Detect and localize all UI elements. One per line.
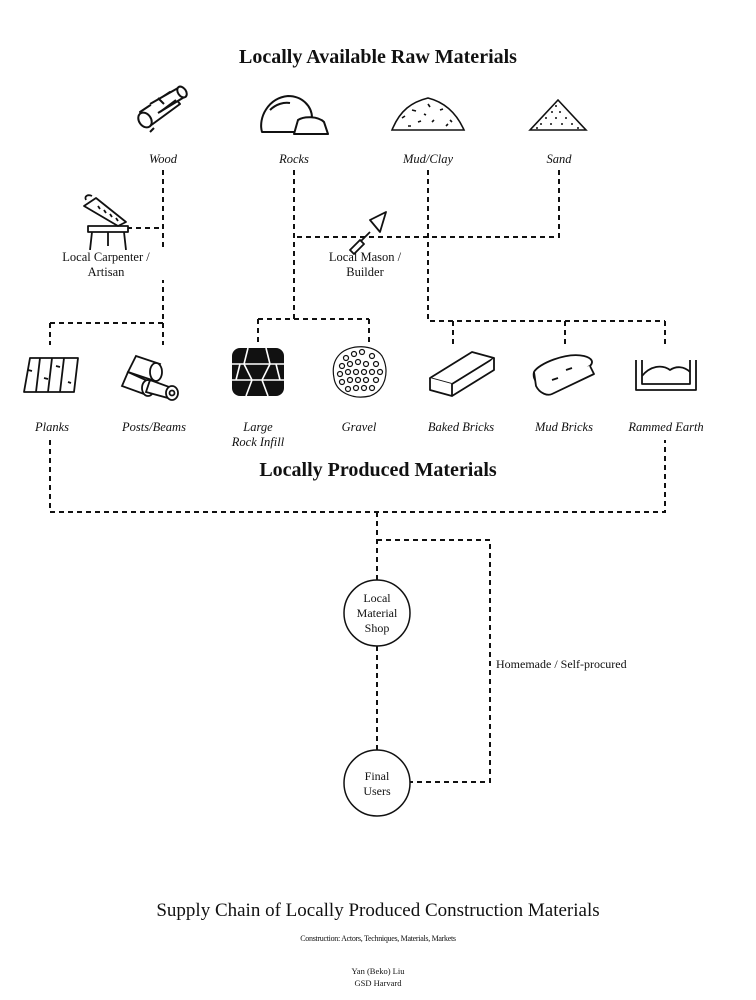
produced-label-baked-bricks: Baked Bricks — [427, 420, 495, 434]
raw-label-sand: Sand — [546, 152, 572, 166]
mud-pile-icon — [390, 97, 466, 131]
mason-label: Local Mason / Builder — [310, 250, 420, 280]
connector-wood-split — [49, 322, 164, 345]
rock-infill-icon — [232, 347, 284, 397]
connector-rocks-split — [257, 318, 370, 343]
produced-label-rock-infill-line2: Rock Infill — [231, 435, 285, 449]
diagram-title: Supply Chain of Locally Produced Constru… — [156, 900, 600, 921]
users-node-label: Final Users — [337, 769, 417, 799]
shop-node-circle — [343, 579, 411, 647]
produced-label-rock-infill: Large Rock Infill — [208, 420, 308, 450]
shop-node-line1: Local — [363, 591, 391, 605]
author-institution: GSD Harvard — [354, 978, 402, 988]
sand-pile-icon — [528, 98, 588, 131]
connector-sand — [294, 170, 560, 238]
produced-label-rammed-earth: Rammed Earth — [628, 420, 704, 434]
author-name: Yan (Beko) Liu — [351, 966, 405, 976]
baked-brick-icon — [429, 351, 495, 397]
users-node-line2: Users — [363, 784, 391, 798]
produced-materials-heading: Locally Produced Materials — [259, 459, 497, 481]
produced-label-mud-bricks: Mud Bricks — [535, 420, 593, 434]
mason-label-line2: Builder — [346, 265, 384, 279]
planks-icon — [23, 357, 79, 393]
raw-label-rocks: Rocks — [279, 152, 309, 166]
users-node-circle — [343, 749, 411, 817]
carpenter-label: Local Carpenter / Artisan — [46, 250, 166, 280]
posts-icon — [120, 354, 179, 401]
mud-brick-icon — [532, 354, 595, 396]
raw-label-mud-clay: Mud/Clay — [403, 152, 453, 166]
produced-label-rock-infill-line1: Large — [243, 420, 273, 434]
produced-label-gravel: Gravel — [341, 420, 377, 434]
produced-label-posts-beams: Posts/Beams — [122, 420, 186, 434]
carpenter-label-line1: Local Carpenter / — [62, 250, 150, 264]
shop-node-label: Local Material Shop — [337, 591, 417, 636]
shop-node-line2: Material — [356, 606, 398, 620]
raw-materials-heading: Locally Available Raw Materials — [239, 46, 517, 68]
connector-mud — [427, 170, 666, 345]
saw-icon — [83, 194, 129, 251]
connectors — [49, 170, 666, 783]
mason-label-line1: Local Mason / — [328, 250, 402, 264]
self-procured-label: Homemade / Self-procured — [496, 657, 627, 671]
connector-collect — [49, 440, 666, 513]
shop-node-line3: Shop — [364, 621, 390, 635]
users-node-line1: Final — [364, 769, 390, 783]
gravel-icon — [332, 346, 387, 398]
trowel-icon — [349, 211, 387, 255]
diagram-subtitle: Construction: Actors, Techniques, Materi… — [300, 934, 456, 943]
log-icon — [137, 85, 188, 133]
raw-label-wood: Wood — [148, 152, 177, 166]
rocks-icon — [260, 95, 329, 135]
rammed-earth-icon — [635, 360, 697, 391]
connector-self-procured — [377, 539, 491, 783]
carpenter-label-line2: Artisan — [87, 265, 125, 279]
produced-label-planks: Planks — [34, 420, 70, 434]
